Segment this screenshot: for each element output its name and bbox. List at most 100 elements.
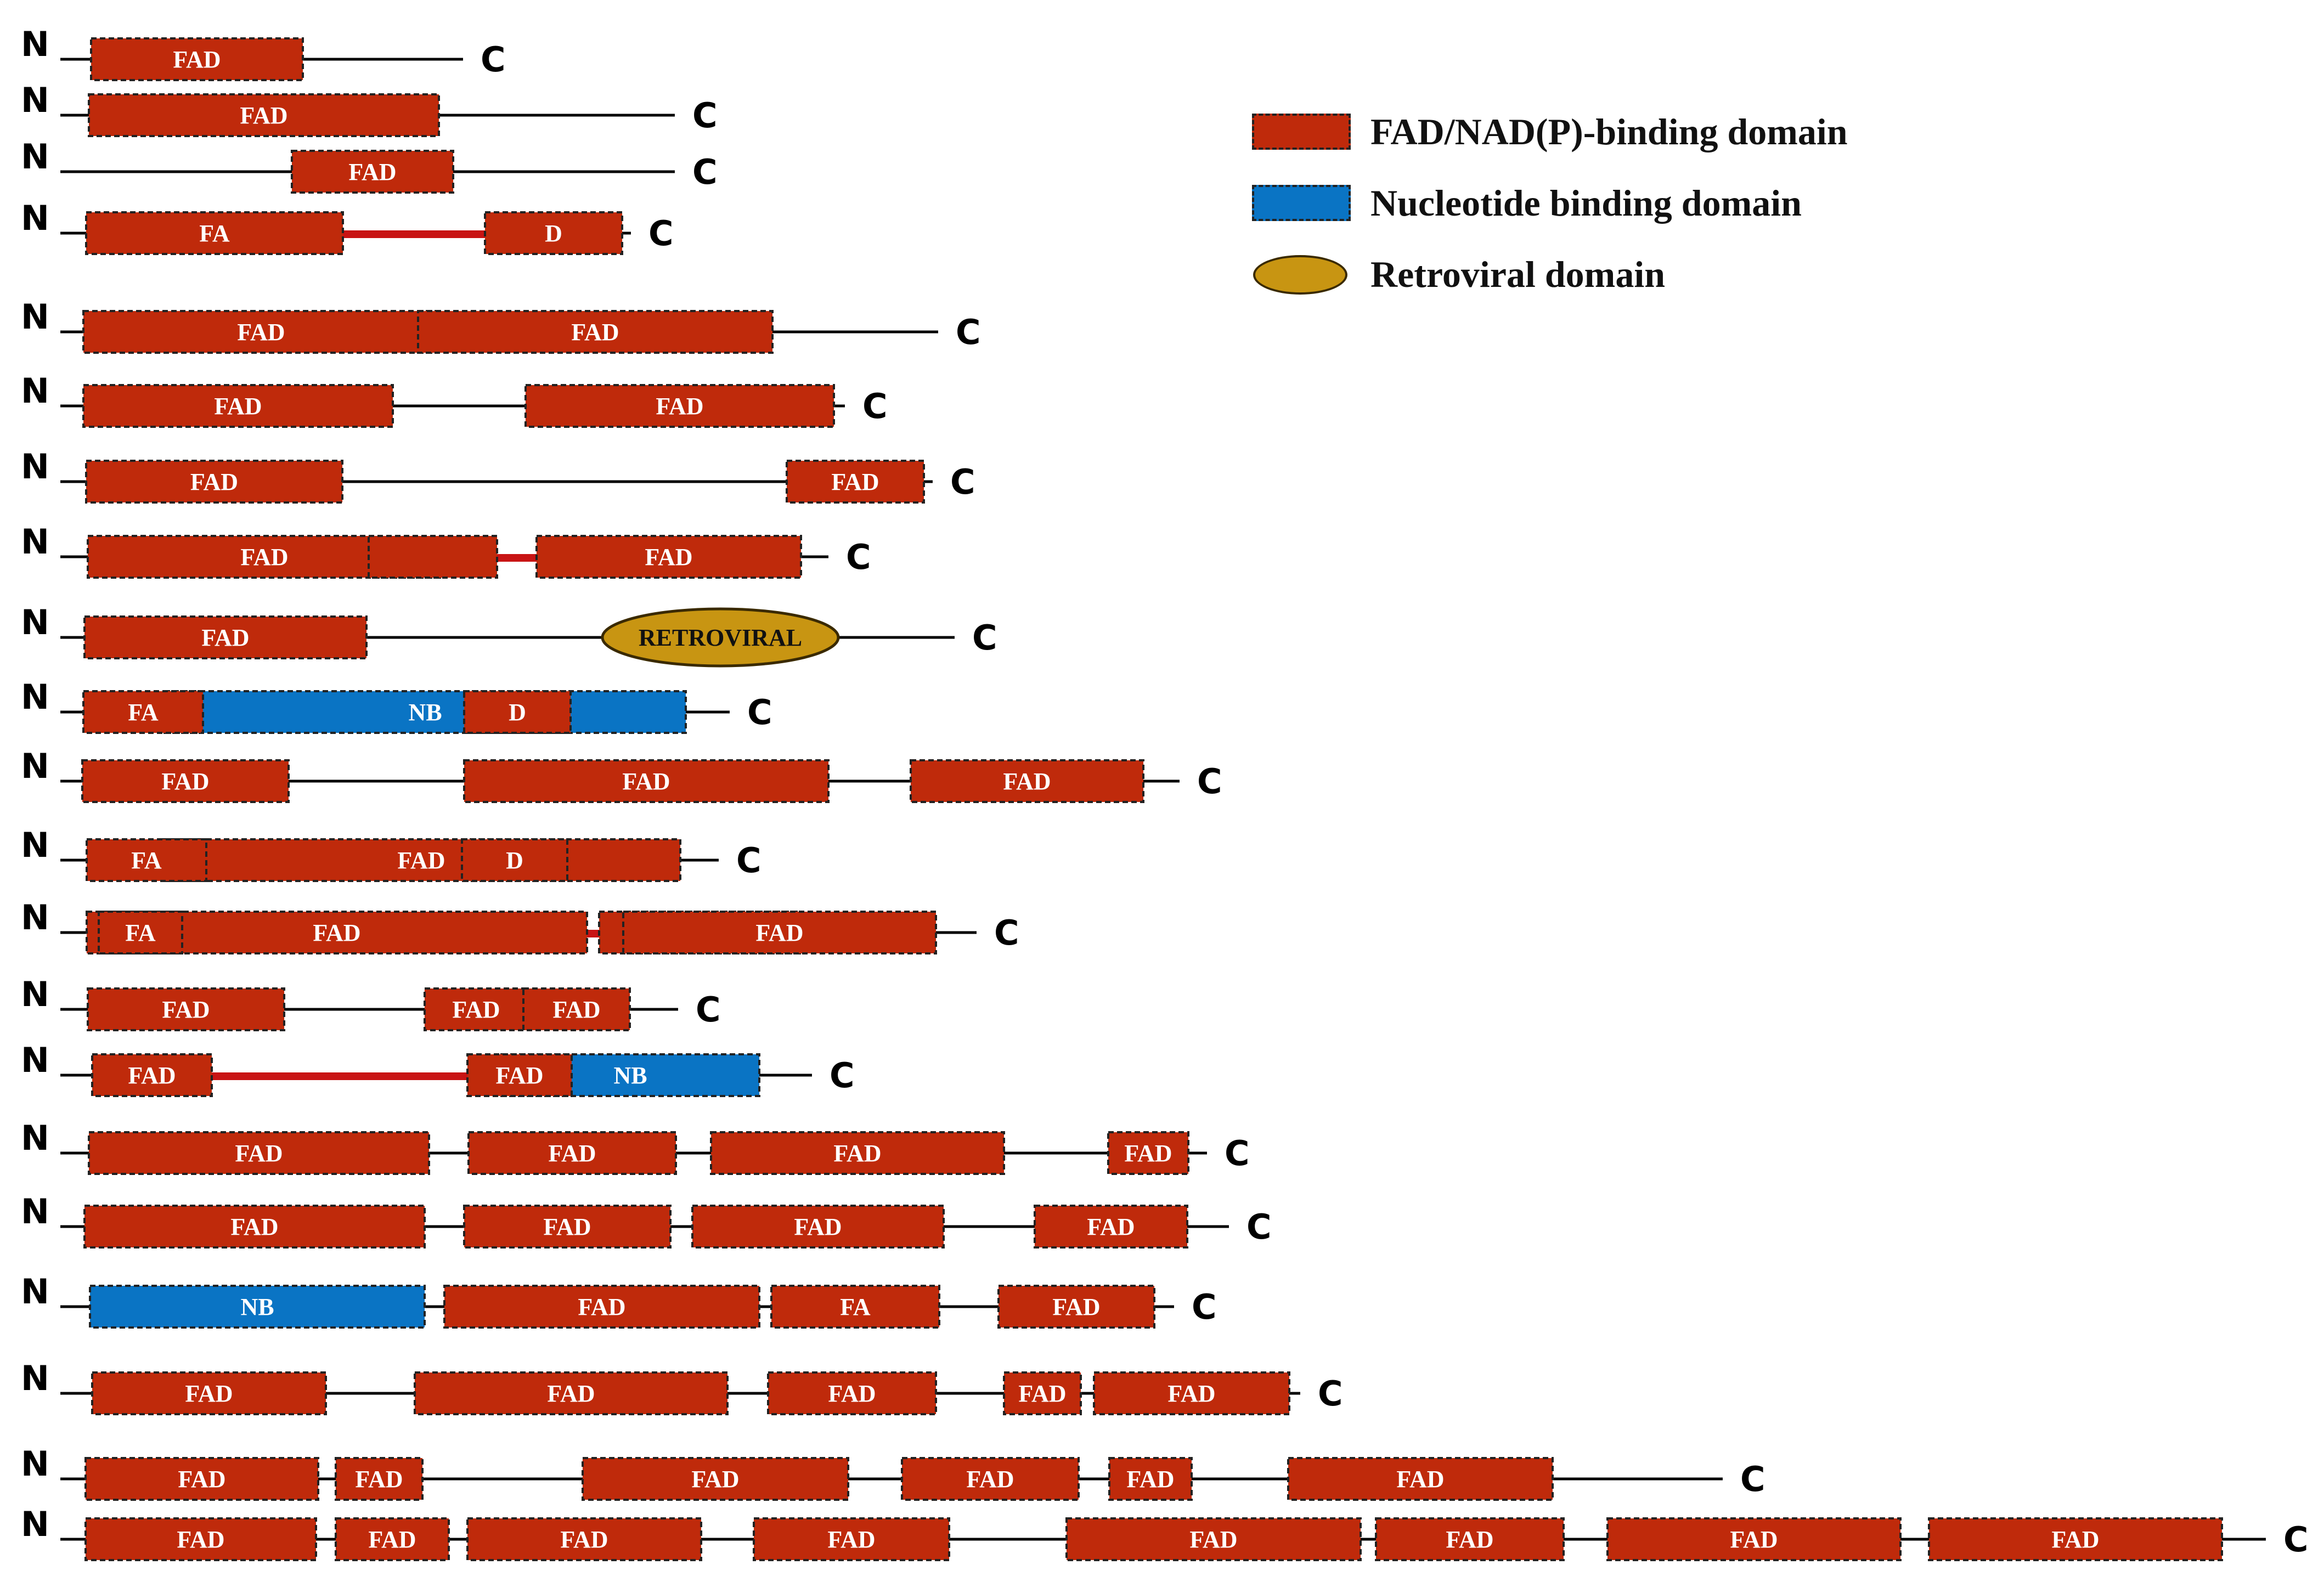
fad-binding-domain	[335, 1517, 450, 1561]
n-terminus-label: N	[21, 447, 49, 487]
n-terminus-label: N	[21, 974, 49, 1014]
fad-binding-domain	[84, 1517, 317, 1561]
domain-label: FAD	[560, 1526, 608, 1553]
n-terminus-label: N	[21, 1191, 49, 1232]
legend-item-nb: Nucleotide binding domain	[1245, 178, 2178, 250]
domain-label: NB	[613, 1062, 647, 1089]
fad-binding-domain	[87, 987, 285, 1031]
domain-label: FAD	[1446, 1526, 1493, 1553]
fad-binding-domain	[463, 690, 572, 734]
domain-label: FAD	[552, 996, 600, 1023]
fad-binding-domain	[901, 1457, 1080, 1501]
nucleotide-binding-domain	[163, 690, 687, 734]
fad-binding-domain	[85, 211, 344, 255]
n-terminus-label: N	[21, 1358, 49, 1398]
fad-binding-domain	[463, 1205, 672, 1249]
domain-label: FAD	[240, 102, 287, 129]
domain-label: FAD	[691, 1466, 739, 1493]
fad-binding-domain	[1003, 1371, 1082, 1415]
domain-label: FA	[131, 847, 162, 874]
domain-label: FA	[125, 919, 156, 946]
domain-label: FAD	[656, 393, 703, 420]
legend-fad-swatch	[1252, 114, 1351, 150]
domain-label: NB	[408, 699, 442, 726]
n-terminus-label: N	[21, 137, 49, 177]
legend-nb-swatch	[1252, 185, 1351, 221]
nucleotide-binding-domain	[89, 1285, 426, 1329]
fad-binding-domain	[463, 759, 830, 803]
fad-binding-domain	[467, 1131, 677, 1175]
domain-label: FAD	[543, 1213, 591, 1240]
domain-label: FAD	[1003, 768, 1051, 795]
c-terminus-label: C	[1192, 1287, 1217, 1327]
fad-binding-domain	[88, 1131, 430, 1175]
domain-label: FAD	[173, 46, 221, 73]
domain-label: FAD	[1167, 1380, 1215, 1407]
c-terminus-label: C	[1318, 1374, 1343, 1414]
fad-binding-domain	[767, 1371, 937, 1415]
legend-item-fad: FAD/NAD(P)-binding domain	[1245, 107, 2178, 178]
domain-label: FAD	[162, 996, 210, 1023]
n-terminus-label: N	[21, 1444, 49, 1484]
domain-label: FAD	[966, 1466, 1014, 1493]
fad-binding-domain	[417, 310, 774, 354]
domain-label: FAD	[645, 544, 692, 570]
n-terminus-label: N	[21, 80, 49, 120]
retroviral-domain	[601, 607, 840, 668]
fad-binding-domain	[1108, 1457, 1193, 1501]
n-terminus-label: N	[21, 602, 49, 642]
fad-binding-domain	[88, 93, 440, 137]
domain-label: FAD	[547, 1380, 595, 1407]
fad-binding-domain	[997, 1285, 1155, 1329]
domain-label: FAD	[185, 1380, 233, 1407]
domain-label: FAD	[452, 996, 500, 1023]
n-terminus-label: N	[21, 522, 49, 562]
c-terminus-label: C	[846, 537, 871, 577]
domain-label: FAD	[495, 1062, 543, 1089]
fad-binding-domain	[1606, 1517, 1902, 1561]
fad-binding-domain	[786, 460, 925, 504]
fad-binding-domain	[1928, 1517, 2223, 1561]
n-terminus-label: N	[21, 1272, 49, 1312]
domain-label: FAD	[828, 1380, 876, 1407]
domain-label: FAD	[1189, 1526, 1237, 1553]
c-terminus-label: C	[972, 618, 997, 658]
c-terminus-label: C	[1740, 1459, 1765, 1499]
fad-binding-domain	[466, 1053, 573, 1097]
c-terminus-label: C	[956, 312, 981, 352]
domain-label: FAD	[214, 393, 262, 420]
domain-label: FAD	[1396, 1466, 1444, 1493]
domain-label: FAD	[2051, 1526, 2099, 1553]
fad-binding-domain	[414, 1371, 729, 1415]
legend-retroviral-label: Retroviral domain	[1370, 253, 1666, 295]
fad-binding-domain	[84, 1457, 319, 1501]
domain-label: FAD	[313, 919, 360, 946]
fad-binding-domain	[90, 37, 304, 81]
legend: FAD/NAD(P)-binding domain Nucleotide bin…	[1245, 107, 2178, 321]
legend-nb-label: Nucleotide binding domain	[1370, 182, 1802, 224]
fad-binding-domain	[710, 1131, 1005, 1175]
fad-binding-domain	[85, 460, 343, 504]
fad-binding-domain	[1107, 1131, 1189, 1175]
fad-binding-domain	[82, 310, 440, 354]
c-terminus-label: C	[481, 39, 506, 80]
domain-label: NB	[240, 1293, 274, 1320]
fad-binding-domain	[82, 384, 394, 428]
domain-label: D	[506, 847, 523, 874]
legend-retroviral-swatch	[1253, 255, 1347, 295]
domain-label: FAD	[161, 768, 209, 795]
fad-binding-domain	[1093, 1371, 1290, 1415]
domain-label: FAD	[230, 1213, 278, 1240]
